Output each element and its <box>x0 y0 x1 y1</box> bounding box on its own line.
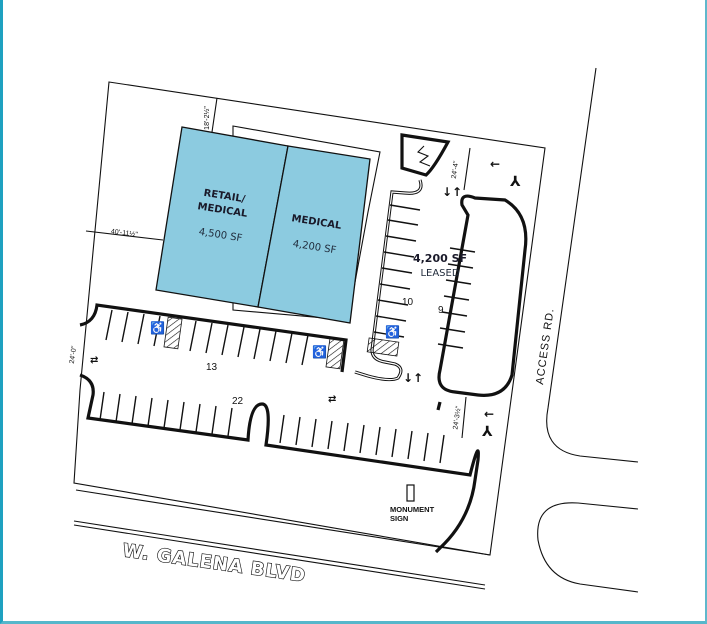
stall-count-south-row: 22 <box>232 396 244 407</box>
stall-count-east-left: 10 <box>402 297 414 308</box>
east-stalls-left <box>373 204 421 338</box>
svg-text:⇄: ⇄ <box>90 355 98 366</box>
access-road-edge <box>546 67 639 463</box>
accessible-aisle-hatch <box>366 337 400 357</box>
svg-text:↓↑: ↓↑ <box>403 371 423 385</box>
traffic-arrows: ↓↑ ↓↑ ⇄ ⇄ ← ← ⅄ ⅄ <box>90 157 521 440</box>
east-stalls-right <box>437 247 476 349</box>
monument-label-2: SIGN <box>390 514 408 523</box>
accessible-aisle-hatch <box>325 336 345 370</box>
accessible-aisle-hatch <box>163 316 183 350</box>
svg-text:⅄: ⅄ <box>482 424 493 440</box>
leased-area: 4,200 SF <box>413 252 467 265</box>
stall-count-east-right: 9 <box>438 305 444 316</box>
stall-count-north-row: 13 <box>206 362 218 373</box>
north-row-stalls <box>105 309 309 366</box>
accessible-icon: ♿ <box>312 345 327 359</box>
svg-text:←: ← <box>484 407 494 421</box>
dimension-north-setback: 18'-2½" <box>203 106 211 130</box>
building-medical[interactable]: MEDICAL 4,200 SF <box>257 145 371 324</box>
south-lot-curb <box>79 303 480 554</box>
monument-label-1: MONUMENT <box>390 505 435 514</box>
dimension-south-drive: 24'-3½" <box>451 405 462 430</box>
dumpster-enclosure <box>400 133 451 177</box>
svg-text:↓↑: ↓↑ <box>442 185 462 199</box>
south-row-stalls <box>99 391 445 464</box>
dimension-west-setback: 40'-11½" <box>110 227 138 238</box>
dimension-north-drive: 24'-4" <box>451 160 460 179</box>
svg-text:⇄: ⇄ <box>328 394 336 405</box>
property-boundary <box>73 81 546 556</box>
accessible-icon: ♿ <box>150 321 165 335</box>
dimension-west-drive: 24'-0" <box>69 345 78 364</box>
leased-status: LEASED <box>420 268 459 279</box>
monument-sign-icon <box>406 484 415 502</box>
svg-text:⅄: ⅄ <box>510 174 521 190</box>
svg-text:←: ← <box>490 157 500 171</box>
accessible-icon: ♿ <box>385 325 400 339</box>
